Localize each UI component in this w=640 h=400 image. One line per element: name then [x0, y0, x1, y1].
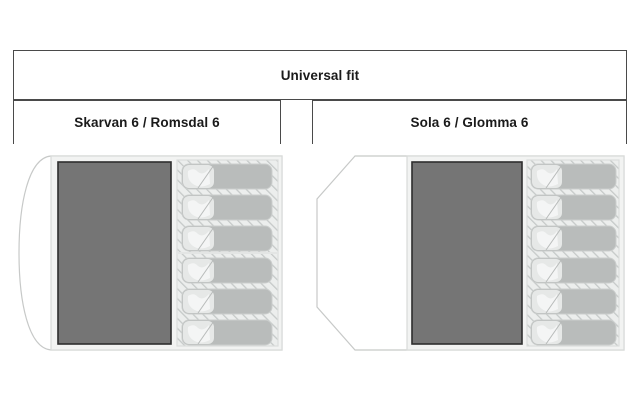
- berth: [181, 319, 273, 346]
- berth-group-front: [530, 163, 617, 252]
- column-header-skarvan-romsdal: Skarvan 6 / Romsdal 6: [13, 100, 281, 144]
- berth: [530, 319, 617, 346]
- living-area: [411, 161, 523, 345]
- floorplan-skarvan-romsdal-6: [8, 150, 293, 356]
- universal-fit-header: Universal fit: [13, 50, 627, 100]
- sleeping-zone: [526, 159, 620, 347]
- living-area: [57, 161, 172, 345]
- berth: [181, 225, 273, 252]
- column-header-label: Skarvan 6 / Romsdal 6: [74, 115, 220, 130]
- universal-fit-label: Universal fit: [280, 67, 360, 83]
- berth: [530, 288, 617, 315]
- column-header-sola-glomma: Sola 6 / Glomma 6: [312, 100, 627, 144]
- berth: [181, 194, 273, 221]
- berth: [181, 288, 273, 315]
- floorplan-sola-glomma-6: [312, 150, 637, 356]
- berth: [181, 257, 273, 284]
- berth: [530, 194, 617, 221]
- berth: [181, 163, 273, 190]
- column-header-label: Sola 6 / Glomma 6: [410, 115, 529, 130]
- berth: [530, 225, 617, 252]
- berth-group-rear: [181, 257, 273, 346]
- berth-group-front: [181, 163, 273, 252]
- berth: [530, 257, 617, 284]
- berth-group-rear: [530, 257, 617, 346]
- berth: [530, 163, 617, 190]
